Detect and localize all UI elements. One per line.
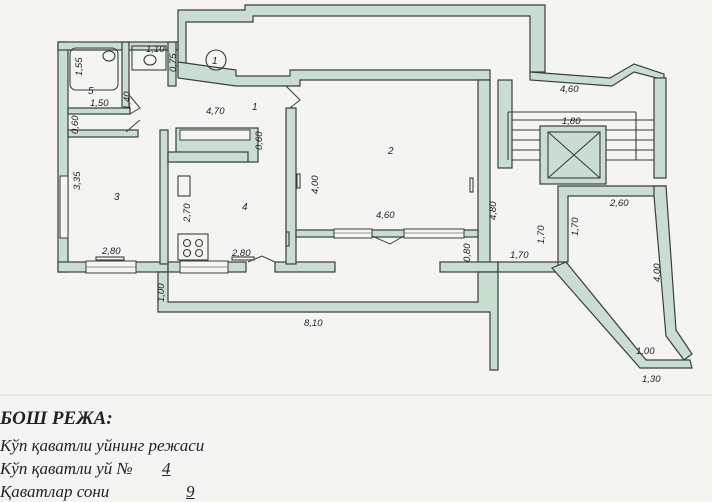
dim-4-60-top: 4,60 [560, 84, 579, 95]
room-5-label: 5 [88, 86, 94, 97]
room3-top-wall [67, 129, 139, 138]
dim-4-80: 4,80 [488, 201, 499, 220]
marker-label: 1 [212, 56, 218, 67]
dim-1-30: 1,30 [642, 374, 661, 385]
loggia-wall [157, 271, 499, 371]
dim-0-80: 0,80 [462, 243, 473, 262]
dim-0-75: 0,75 [168, 53, 179, 72]
room-3-label: 3 [114, 192, 120, 203]
dim-1-10: 1,10 [146, 44, 165, 55]
dim-1-50: 1,50 [90, 98, 109, 109]
elevator-shaft [539, 125, 607, 185]
door-room1 [285, 85, 301, 109]
dim-2-80-room4: 2,80 [231, 248, 251, 259]
legend-floors-label: Қаватлар сони [0, 482, 110, 501]
room-1-label: 1 [252, 102, 258, 113]
dim-4-00-room2: 4,00 [310, 175, 321, 194]
door-bath [129, 95, 141, 115]
bottom-wall-far [439, 261, 499, 273]
room2-bottom-wall [295, 229, 479, 238]
stair-left-wall [497, 79, 513, 169]
door-loggia [371, 235, 405, 245]
legend: БОШ РЕЖА: Кўп қаватли уйнинг режаси Кўп … [0, 400, 712, 502]
window-corridor [179, 129, 251, 141]
door-room3 [125, 119, 141, 133]
dim-2-70: 2,70 [182, 203, 193, 223]
room-2-label: 2 [387, 146, 394, 157]
dim-2-80-room3: 2,80 [101, 246, 121, 257]
hall-bottom-wall [497, 261, 559, 273]
dim-2-60: 2,60 [609, 198, 629, 209]
window-room2-right [403, 228, 465, 239]
bottom-wall-right [274, 261, 336, 273]
dim-1-70-b: 1,70 [570, 217, 581, 236]
bath-bottom-wall [67, 107, 131, 115]
corridor-wall [167, 151, 249, 163]
window-room2-left [333, 228, 373, 239]
top-balcony-wall [177, 4, 546, 73]
dim-4-00-right: 4,00 [652, 263, 663, 282]
room2-left-wall [285, 107, 297, 265]
dim-3-35: 3,35 [72, 171, 83, 190]
stair-right-wall [653, 77, 667, 179]
legend-line-1: Кўп қаватли уйнинг режаси [0, 436, 205, 455]
dim-1-00-left: 1,00 [156, 283, 167, 302]
sink-counter-icon [177, 175, 191, 197]
room3-right-wall [159, 129, 169, 265]
wc-right-wall [167, 41, 177, 87]
sink-icon [102, 50, 116, 62]
dim-1-55: 1,55 [74, 57, 85, 76]
stove-icon [177, 233, 209, 261]
dim-1-70-c: 1,70 [510, 250, 529, 261]
dim-1-80: 1,80 [562, 116, 581, 127]
room2-right-wall [477, 79, 491, 266]
dim-1-70-a: 1,70 [536, 225, 547, 244]
dim-4-70: 4,70 [206, 106, 225, 117]
right-balcony-wall [529, 63, 665, 87]
marker-circle [205, 49, 227, 71]
dim-1-40: 1,40 [122, 91, 133, 110]
right-balcony-lower [653, 185, 693, 361]
dim-4-60-room2: 4,60 [376, 210, 395, 221]
wc-box [131, 45, 167, 71]
legend-house-label: Кўп қаватли уй № [0, 459, 133, 478]
angled-balcony-wall [551, 261, 693, 369]
legend-title: БОШ РЕЖА: [0, 408, 113, 429]
dim-0-60-right: 0,60 [254, 131, 265, 150]
upper-wall [177, 61, 491, 87]
room-4-label: 4 [242, 202, 248, 213]
bathtub [69, 47, 119, 91]
window-side [59, 175, 69, 239]
dim-0-60-left: 0,60 [70, 115, 81, 134]
legend-floors: 9 [186, 482, 195, 501]
toilet-icon [143, 54, 157, 66]
legend-line-3: Қаватлар сони 9 [0, 482, 195, 502]
legend-house-no: 4 [162, 459, 171, 478]
dim-8-10: 8,10 [304, 318, 323, 329]
legend-line-2: Кўп қаватли уй № 4 [0, 459, 171, 479]
dim-1-00-right: 1,00 [636, 346, 655, 357]
bath-top-wall [57, 41, 179, 51]
